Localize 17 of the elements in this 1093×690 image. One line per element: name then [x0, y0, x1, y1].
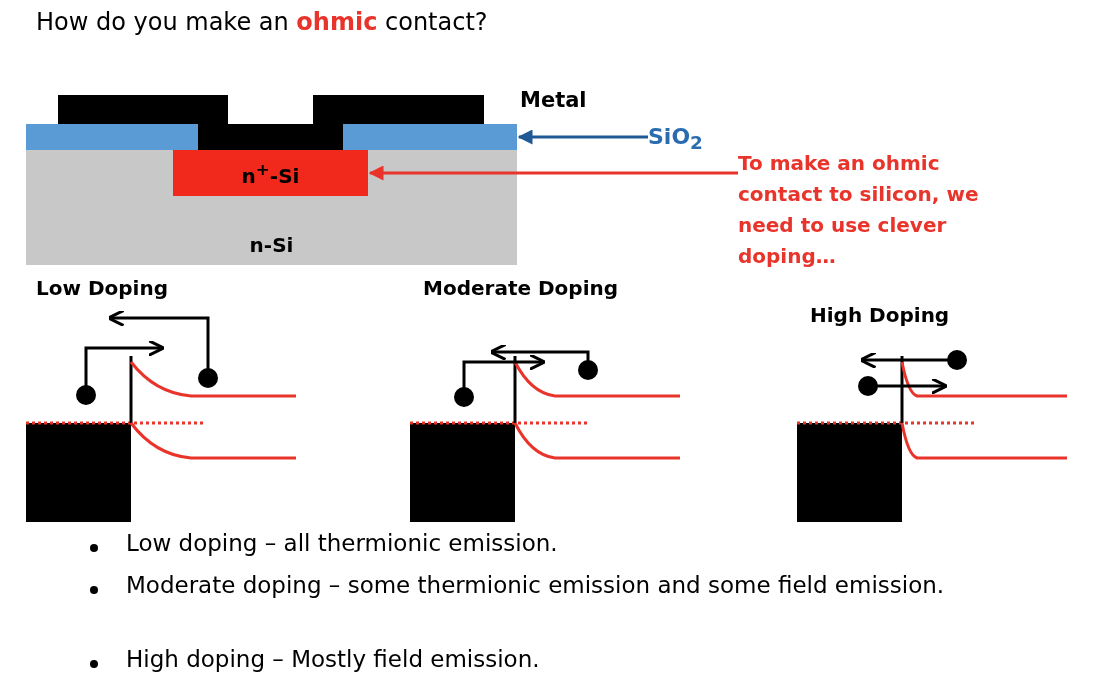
- arrow: [368, 165, 738, 181]
- layer-label: Metal: [520, 88, 587, 112]
- bullet-text: Low doping – all thermionic emission.: [126, 530, 559, 556]
- annotation-text: To make an ohmic contact to silicon, we need to use clever doping…: [738, 148, 1003, 278]
- layer-label: n-Si: [248, 233, 295, 257]
- metal-contact: [58, 95, 484, 150]
- panel-heading: High Doping: [810, 303, 950, 327]
- panel-heading: Low Doping: [36, 276, 168, 300]
- layer-label: SiO$_{2}$: [648, 124, 718, 156]
- bullet-text: High doping – Mostly field emission.: [126, 646, 541, 672]
- substrate-layer: [26, 150, 517, 265]
- arrow: [517, 129, 648, 145]
- title: How do you make an ohmic contact?: [36, 8, 488, 36]
- panel-heading: Moderate Doping: [423, 276, 619, 300]
- doped-region: [173, 150, 368, 196]
- layer-label: n$^{+}$-Si: [240, 160, 301, 188]
- bullet-text: Moderate doping – some thermionic emission and some field emission.: [126, 572, 946, 598]
